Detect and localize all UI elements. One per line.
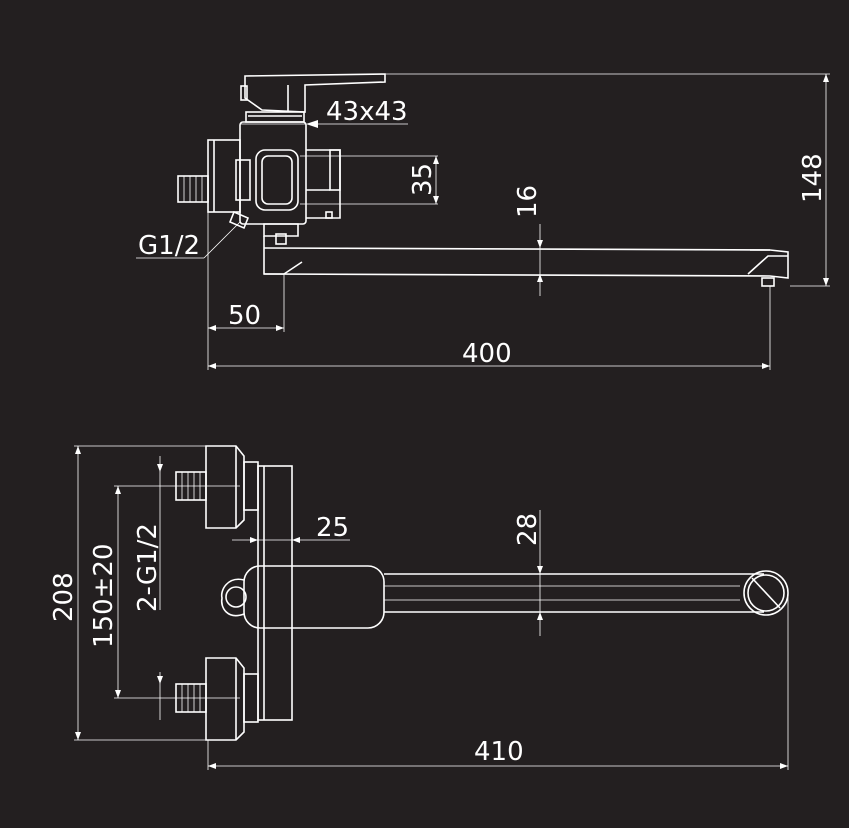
- dim-148-label: 148: [798, 153, 828, 203]
- top-view: 208 150±20 2-G1/2 25 28 410: [49, 445, 789, 770]
- top-view-dimension-lines: [74, 445, 789, 770]
- dim-43x43-label: 43x43: [326, 97, 408, 127]
- dim-208-label: 208: [49, 572, 79, 622]
- dim-400-label: 400: [462, 339, 512, 369]
- dim-50-label: 50: [228, 301, 261, 331]
- dim-150-label: 150±20: [89, 544, 119, 649]
- side-view-mixer-outline: [177, 73, 789, 287]
- dim-410-label: 410: [474, 737, 524, 767]
- side-view-dimension-lines: [136, 73, 830, 370]
- top-view-mixer-outline: [175, 445, 789, 741]
- side-view: 43x43 35 16 148 G1/2 50 400: [136, 73, 830, 370]
- dim-16-label: 16: [513, 185, 543, 218]
- dim-35-label: 35: [408, 163, 438, 196]
- dim-2g12-label: 2-G1/2: [133, 523, 163, 612]
- dim-thread-label: G1/2: [138, 231, 200, 261]
- dim-25-label: 25: [316, 513, 349, 543]
- dim-28-label: 28: [513, 513, 543, 546]
